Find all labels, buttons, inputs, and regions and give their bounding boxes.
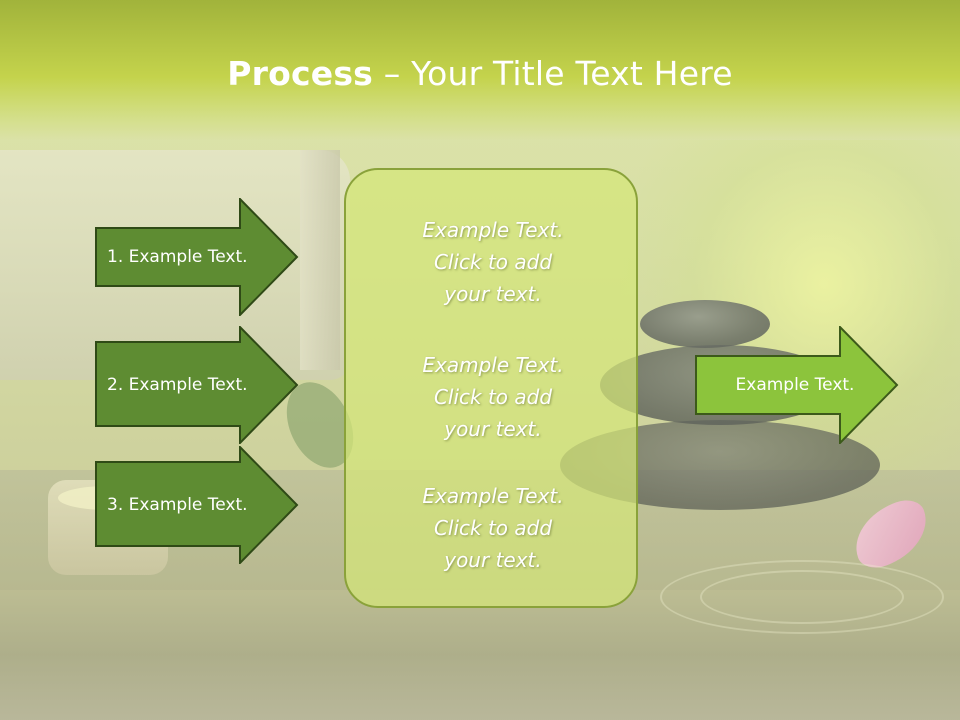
block-line: Example Text. [422, 218, 564, 242]
process-box[interactable]: Example Text. Click to add your text. Ex… [344, 168, 638, 608]
block-line: your text. [444, 548, 542, 572]
arrow-shape [95, 198, 299, 316]
water-ripple [660, 560, 944, 634]
step-arrow-3[interactable]: 3. Example Text. [95, 446, 300, 564]
step-label: 1. Example Text. [107, 247, 248, 267]
title-rest: – Your Title Text Here [373, 54, 733, 93]
arrow-shape [95, 446, 299, 564]
block-line: Click to add [433, 516, 553, 540]
output-arrow[interactable]: Example Text. [695, 326, 900, 444]
step-arrow-2[interactable]: 2. Example Text. [95, 326, 300, 444]
step-arrow-1[interactable]: 1. Example Text. [95, 198, 300, 316]
step-label: 2. Example Text. [107, 375, 248, 395]
title-bold: Process [227, 54, 374, 93]
text-block-1[interactable]: Example Text. Click to add your text. [346, 214, 640, 310]
block-line: Example Text. [422, 353, 564, 377]
background-stone [640, 300, 770, 348]
title-band [0, 0, 960, 140]
block-line: your text. [444, 417, 542, 441]
text-block-3[interactable]: Example Text. Click to add your text. [346, 480, 640, 576]
slide-title[interactable]: Process – Your Title Text Here [0, 54, 960, 93]
block-line: Click to add [433, 385, 553, 409]
step-label: 3. Example Text. [107, 495, 248, 515]
block-line: your text. [444, 282, 542, 306]
background-towel-fold [300, 150, 340, 370]
block-line: Click to add [433, 250, 553, 274]
block-line: Example Text. [422, 484, 564, 508]
arrow-shape [695, 326, 899, 444]
text-block-2[interactable]: Example Text. Click to add your text. [346, 349, 640, 445]
output-label: Example Text. [735, 375, 855, 395]
arrow-shape [95, 326, 299, 444]
